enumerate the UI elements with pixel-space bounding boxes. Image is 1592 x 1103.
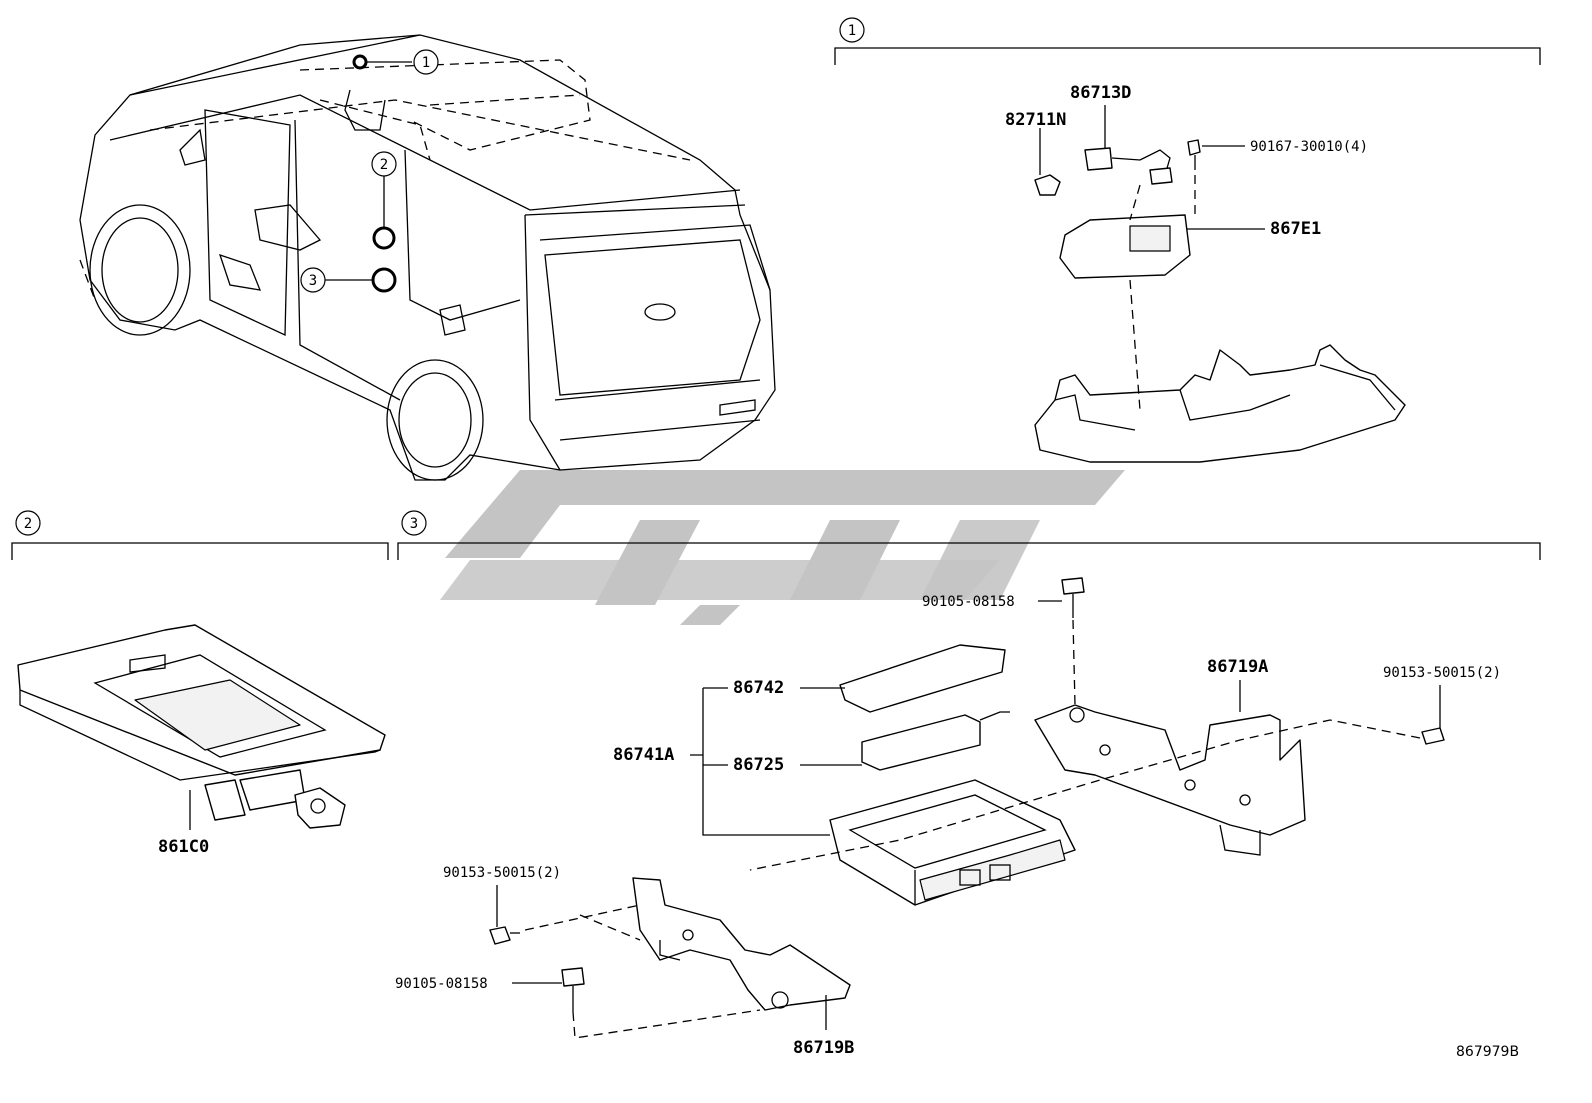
section-1-number: 1 [848,23,856,39]
part-label-86713D: 86713D [1070,83,1131,103]
section-2-number: 2 [24,516,32,532]
part-label-867E1: 867E1 [1270,219,1321,239]
cover-86742 [839,644,1006,713]
module-867E1-connector [1129,225,1171,252]
part-label-86719A: 86719A [1207,657,1268,677]
part-label-82711N: 82711N [1005,110,1066,130]
section-1-badge [839,17,865,43]
section-3-bracket [397,542,1541,560]
section-1: 1 867E1 86713D 82711N 90167-30010(4) [834,17,1541,463]
part-label-90105-bottom: 90105-08158 [395,976,488,992]
part-label-86742: 86742 [733,678,784,698]
screw-90153-right [1421,727,1445,745]
part-label-86725: 86725 [733,755,784,775]
callout-3-circle [300,267,326,293]
callout-1-circle [413,49,439,75]
grommet-82711N [1034,174,1061,196]
drawing-number: 867979B [1456,1044,1519,1060]
section-3: 3 90105-08158 86742 86725 86741A [395,510,1541,1058]
bracket-86719B [632,877,851,1011]
roof-console-bracket [1034,344,1406,463]
location-marker-2 [372,226,396,250]
part-label-90105-top: 90105-08158 [922,594,1015,610]
callout-3-label: 3 [309,273,317,289]
callout-2-label: 2 [380,157,388,173]
location-marker-3 [371,267,397,293]
bracket-86719A [1034,704,1306,836]
part-label-86719B: 86719B [793,1038,854,1058]
screw-90167 [1187,139,1201,156]
main-unit-86741A [829,779,1076,906]
section-3-badge [401,510,427,536]
section-3-number: 3 [410,516,418,532]
location-marker-1 [352,54,368,70]
part-label-90153-right: 90153-50015(2) [1383,665,1501,681]
bolt-90105-top [1061,577,1085,595]
screw-90153-left [489,926,511,945]
part-label-90153-left: 90153-50015(2) [443,865,561,881]
part-label-861C0: 861C0 [158,837,209,857]
callout-1-label: 1 [422,55,430,71]
bolt-90105-bottom [561,967,585,987]
harness-connector-86713D [1084,147,1113,171]
module-86725 [861,714,981,771]
section-2-bracket [11,542,389,560]
vehicle-illustration: 1 2 3 [79,34,776,481]
part-label-86741A: 86741A [613,745,674,765]
section-2-badge [15,510,41,536]
section-1-bracket [834,47,1541,65]
watermark-logo [440,470,1125,625]
part-label-90167: 90167-30010(4) [1250,139,1368,155]
callout-2-circle [371,151,397,177]
section-2: 2 861C0 [11,510,389,857]
